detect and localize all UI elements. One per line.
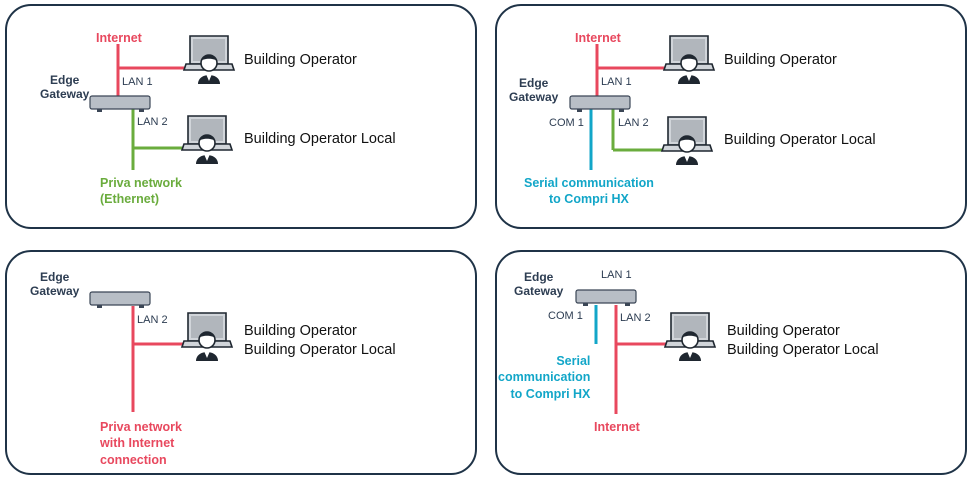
internet-label: Internet bbox=[575, 31, 621, 45]
building-operator-label: Building Operator bbox=[724, 52, 837, 68]
edge-gateway-label: Edge Gateway bbox=[40, 73, 90, 101]
edge-gateway-label: Edge Gateway bbox=[30, 270, 80, 298]
building-operator-label: Building Operator bbox=[244, 52, 357, 68]
building-operator-icon bbox=[183, 35, 235, 85]
gateway-device-icon bbox=[89, 291, 151, 308]
priva-network-label: Priva network (Ethernet) bbox=[100, 176, 182, 207]
diagram-panel-1 bbox=[5, 4, 477, 229]
gateway-device-icon bbox=[89, 95, 151, 112]
priva-network-label: Priva network with Internet connection bbox=[100, 420, 182, 467]
internet-label: Internet bbox=[594, 420, 640, 434]
building-operator-label: Building Operator Building Operator Loca… bbox=[244, 323, 396, 359]
gateway-device-icon bbox=[575, 289, 637, 306]
building-operator-local-icon bbox=[181, 115, 233, 165]
lan1-label: LAN 1 bbox=[601, 76, 632, 88]
building-operator-icon bbox=[181, 312, 233, 362]
building-operator-icon bbox=[664, 312, 716, 362]
building-operator-icon bbox=[663, 35, 715, 85]
building-operator-local-icon bbox=[661, 116, 713, 166]
com1-label: COM 1 bbox=[548, 310, 583, 322]
diagram-panel-4 bbox=[495, 250, 967, 475]
building-operator-label: Building Operator Building Operator Loca… bbox=[727, 323, 879, 359]
lan1-label: LAN 1 bbox=[601, 269, 632, 281]
edge-gateway-label: Edge Gateway bbox=[514, 270, 564, 298]
edge-gateway-label: Edge Gateway bbox=[509, 76, 559, 104]
building-operator-local-label: Building Operator Local bbox=[244, 131, 396, 147]
serial-communication-label: Serial communication to Compri HX bbox=[498, 354, 591, 401]
com1-label: COM 1 bbox=[549, 117, 584, 129]
lan2-label: LAN 2 bbox=[137, 314, 168, 326]
lan2-label: LAN 2 bbox=[137, 116, 168, 128]
serial-communication-label: Serial communication to Compri HX bbox=[524, 176, 654, 207]
lan2-label: LAN 2 bbox=[620, 312, 651, 324]
diagram-panel-3 bbox=[5, 250, 477, 475]
internet-label: Internet bbox=[96, 31, 142, 45]
gateway-device-icon bbox=[569, 95, 631, 112]
lan1-label: LAN 1 bbox=[122, 76, 153, 88]
lan2-label: LAN 2 bbox=[618, 117, 649, 129]
building-operator-local-label: Building Operator Local bbox=[724, 132, 876, 148]
diagram-panel-2 bbox=[495, 4, 967, 229]
